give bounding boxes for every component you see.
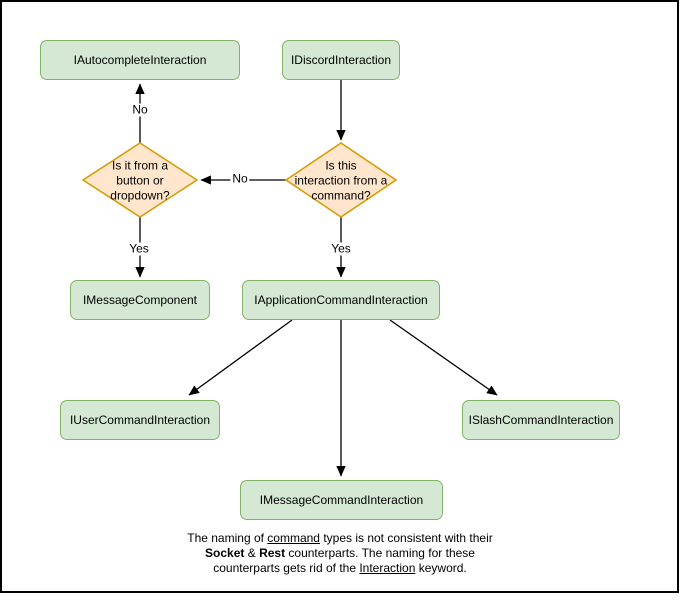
edge-label-no-up: No: [130, 102, 150, 117]
decision-command-shape: [285, 142, 397, 218]
node-label: IMessageComponent: [82, 293, 198, 307]
node-label: IApplicationCommandInteraction: [254, 293, 428, 307]
node-discord-interaction: IDiscordInteraction: [282, 40, 400, 80]
node-label: IMessageCommandInteraction: [259, 493, 424, 507]
node-label: IUserCommandInteraction: [69, 413, 211, 427]
edge-to-user-command: [188, 319, 293, 396]
decision-button-dropdown-label: Is it from a button or dropdown?: [110, 158, 170, 203]
node-user-command-interaction: IUserCommandInteraction: [60, 400, 220, 440]
decision-button-dropdown-shape: [82, 142, 198, 218]
node-label: ISlashCommandInteraction: [468, 413, 614, 427]
node-application-command-interaction: IApplicationCommandInteraction: [242, 280, 440, 320]
node-label: IAutocompleteInteraction: [73, 53, 207, 67]
edge-label-yes-left: Yes: [127, 241, 151, 256]
node-autocomplete-interaction: IAutocompleteInteraction: [40, 40, 240, 80]
node-message-component: IMessageComponent: [70, 280, 210, 320]
bold-word-rest: Rest: [259, 546, 286, 560]
edge-label-yes-right: Yes: [329, 241, 353, 256]
underlined-word-command: command: [267, 531, 320, 545]
node-slash-command-interaction: ISlashCommandInteraction: [462, 400, 620, 440]
footer-note: The naming of command types is not consi…: [187, 531, 493, 575]
decision-command-label: Is this interaction from a command?: [294, 158, 388, 203]
bold-word-socket: Socket: [205, 546, 245, 560]
node-label: IDiscordInteraction: [290, 53, 392, 67]
edge-label-no-across: No: [230, 171, 250, 186]
node-message-command-interaction: IMessageCommandInteraction: [240, 480, 443, 520]
underlined-word-interaction: Interaction: [359, 561, 416, 575]
edge-to-slash-command: [389, 319, 498, 396]
